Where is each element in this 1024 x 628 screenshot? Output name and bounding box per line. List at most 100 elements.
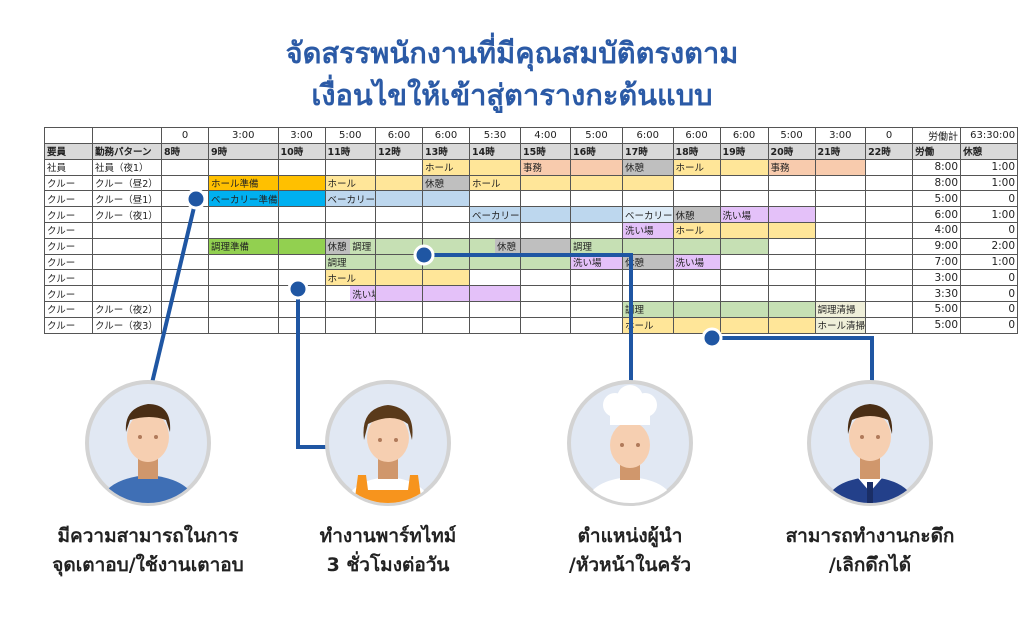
shift-segment xyxy=(326,286,351,301)
shift-cell[interactable]: 休憩 xyxy=(469,237,522,255)
shift-cell[interactable]: ベーカリー xyxy=(469,206,522,223)
header-cell: 17時 xyxy=(622,143,674,160)
shift-cell[interactable] xyxy=(570,158,624,176)
shift-segment xyxy=(571,160,622,175)
caption-line-2: 3 ชั่วโมงต่อวัน xyxy=(326,554,450,576)
shift-segment: 調理 xyxy=(350,239,375,254)
shift-cell[interactable] xyxy=(375,174,424,192)
shift-segment xyxy=(721,160,768,175)
shift-cell[interactable] xyxy=(767,316,816,334)
person-caption-2: ทำงานพาร์ทไทม์ 3 ชั่วโมงต่อวัน xyxy=(258,522,518,580)
shift-segment xyxy=(376,270,422,285)
chef-avatar xyxy=(567,380,693,506)
shift-cell[interactable] xyxy=(570,174,624,192)
shift-cell[interactable] xyxy=(277,237,326,255)
caption-line-2: จุดเตาอบ/ใช้งานเตาอบ xyxy=(52,554,244,576)
shift-segment xyxy=(521,239,570,254)
shift-cell[interactable] xyxy=(520,237,572,255)
shift-cell[interactable] xyxy=(277,174,326,192)
shift-cell[interactable]: ホール xyxy=(622,316,674,334)
shift-segment: 休憩 xyxy=(423,176,469,190)
shift-segment xyxy=(571,176,622,190)
connector-line-2 xyxy=(296,289,332,449)
shift-cell[interactable] xyxy=(814,158,867,176)
shift-segment: 休憩 xyxy=(495,239,520,254)
shift-segment xyxy=(376,286,422,301)
caption-line-2: /เลิกดึกได้ xyxy=(828,554,912,576)
shift-cell[interactable]: ホール xyxy=(469,174,522,192)
connector-dot-1 xyxy=(185,188,207,210)
caption-line-1: สามารถทำงานกะดึก xyxy=(785,525,955,547)
businessman-avatar xyxy=(807,380,933,506)
shift-segment xyxy=(769,207,815,222)
shift-cell[interactable]: 調理準備 xyxy=(208,237,279,255)
pattern-cell: クルー（夜3） xyxy=(92,316,162,334)
page-title-line-1: จัดสรรพนักงานที่มีคุณสมบัติตรงตาม xyxy=(285,36,739,70)
header-cell: 8時 xyxy=(161,143,209,160)
apron-worker-avatar xyxy=(325,380,451,506)
rest-hours-cell: 1:00 xyxy=(960,174,1019,192)
shift-cell[interactable]: ホール xyxy=(324,174,377,192)
header-cell: 4:00 xyxy=(520,127,572,144)
shift-segment xyxy=(423,239,469,254)
shift-cell[interactable]: 調理 xyxy=(324,253,377,271)
connector-line-1 xyxy=(150,198,198,384)
shift-cell[interactable] xyxy=(719,316,769,334)
header-cell: 3:00 xyxy=(208,127,279,144)
caption-line-1: มีความสามารถในการ xyxy=(57,525,239,547)
person-caption-3: ตำแหน่งผู้นำ /หัวหน้าในครัว xyxy=(500,522,760,580)
shift-segment: ホール xyxy=(470,176,520,190)
connector-dot-3 xyxy=(413,244,435,266)
shift-cell[interactable] xyxy=(422,190,471,208)
shift-segment xyxy=(721,223,768,238)
shift-cell[interactable] xyxy=(422,269,471,287)
shift-segment: 洗い場 xyxy=(350,286,375,301)
shift-cell[interactable]: 洗い場 xyxy=(324,285,377,302)
shift-cell[interactable]: 洗い場 xyxy=(622,221,674,239)
shift-segment xyxy=(521,176,570,190)
shift-segment xyxy=(674,239,720,254)
shift-cell[interactable]: 休憩 xyxy=(422,174,471,192)
shift-cell[interactable]: 休憩調理 xyxy=(324,237,377,255)
shift-segment xyxy=(769,223,815,238)
shift-cell[interactable] xyxy=(422,237,471,255)
work-hours-cell: 5:00 xyxy=(912,316,962,334)
shift-segment: 休憩 xyxy=(623,255,673,269)
caption-line-1: ทำงานพาร์ทไทม์ xyxy=(319,525,457,547)
shift-cell[interactable] xyxy=(375,190,424,208)
shift-cell[interactable] xyxy=(767,300,816,318)
shift-segment xyxy=(623,239,673,254)
person-caption-4: สามารถทำงานกะดึก /เลิกดึกได้ xyxy=(740,522,1000,580)
shift-cell[interactable] xyxy=(277,316,326,334)
shift-cell[interactable] xyxy=(672,237,721,255)
shift-cell[interactable]: ホール準備 xyxy=(208,174,279,192)
shift-cell[interactable]: ホール xyxy=(672,158,721,176)
shift-cell[interactable] xyxy=(161,316,209,334)
person-caption-1: มีความสามารถในการ จุดเตาอบ/ใช้งานเตาอบ xyxy=(18,522,278,580)
shift-cell[interactable] xyxy=(375,237,424,255)
shift-segment: ベーカリー xyxy=(470,207,520,222)
shift-segment xyxy=(423,270,469,285)
shift-segment: 調理清掃 xyxy=(816,302,865,317)
shift-cell[interactable] xyxy=(520,253,572,271)
shift-cell[interactable] xyxy=(570,316,624,334)
page-title-line-2: เงื่อนไขให้เข้าสู่ตารางกะต้นแบบ xyxy=(311,78,713,112)
shift-cell[interactable]: ベーカリー準備 xyxy=(208,190,279,208)
shift-cell[interactable]: 事務 xyxy=(767,158,816,176)
header-cell: 14時 xyxy=(469,143,522,160)
shift-cell[interactable] xyxy=(767,221,816,239)
shift-segment: ベーカリー準備 xyxy=(209,191,278,206)
shift-segment xyxy=(423,191,469,206)
header-cell: 5:00 xyxy=(570,127,624,144)
shift-segment xyxy=(423,286,469,301)
shift-segment xyxy=(470,255,520,269)
